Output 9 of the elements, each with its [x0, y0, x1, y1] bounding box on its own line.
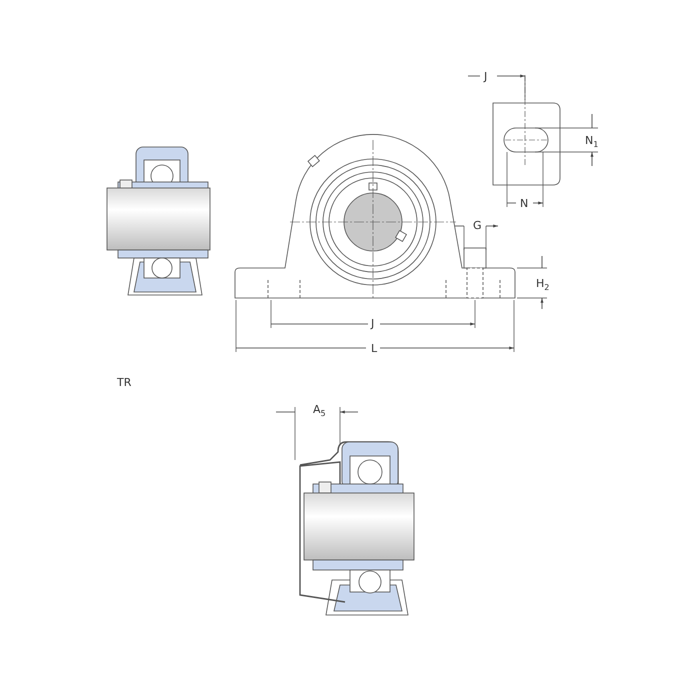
dimension-label: H$_{2}$ — [535, 278, 550, 292]
dimension-label: N$_{1}$ — [584, 135, 600, 150]
dimension-label: J — [370, 318, 376, 329]
dimension-label: G — [472, 220, 483, 231]
dimension-label: J — [483, 71, 488, 82]
dimension-label: L — [370, 343, 378, 354]
dimension-label: N — [519, 198, 530, 209]
variant-label: TR — [116, 377, 132, 388]
dimension-label: A$_{5}$ — [312, 404, 327, 418]
